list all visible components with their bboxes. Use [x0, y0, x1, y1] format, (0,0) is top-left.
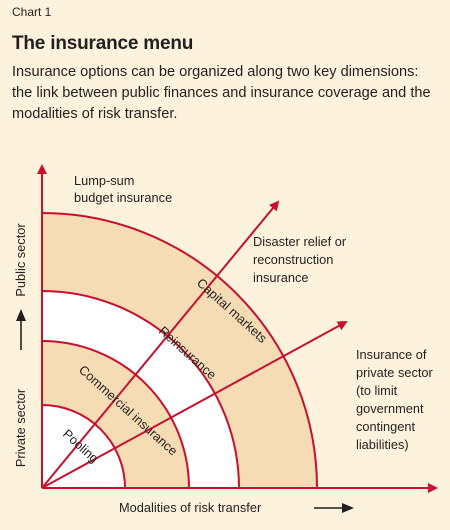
- chart-subtitle: Insurance options can be organized along…: [12, 64, 431, 122]
- arc-outer: [41, 212, 318, 489]
- svg-text:insurance: insurance: [253, 270, 309, 285]
- ring-bands: [42, 213, 317, 488]
- svg-text:Insurance of: Insurance of: [356, 347, 427, 362]
- chart-title: The insurance menu: [12, 33, 194, 54]
- label-disaster-relief: Disaster relief or reconstruction insura…: [253, 234, 347, 285]
- arc-reinsurance: [41, 340, 190, 489]
- x-axis-label: Modalities of risk transfer: [119, 500, 262, 515]
- spoke-arrow-upper: [41, 200, 280, 489]
- y-axis-label-private: Private sector: [13, 388, 28, 467]
- arc-capital-markets: [41, 290, 240, 489]
- svg-text:government: government: [356, 401, 424, 416]
- svg-text:budget insurance: budget insurance: [74, 190, 172, 205]
- chart-number-label: Chart 1: [12, 5, 52, 19]
- spoke-arrow-lower: [41, 321, 348, 489]
- svg-text:private sector: private sector: [356, 365, 434, 380]
- svg-text:reconstruction: reconstruction: [253, 252, 333, 267]
- svg-text:(to limit: (to limit: [356, 383, 398, 398]
- svg-text:Disaster relief or: Disaster relief or: [253, 234, 347, 249]
- svg-text:contingent: contingent: [356, 419, 415, 434]
- y-axis-label-public: Public sector: [13, 223, 28, 297]
- label-insurance-of-private-sector: Insurance of private sector (to limit go…: [356, 347, 434, 452]
- band-pooling: [42, 405, 125, 488]
- svg-text:Lump-sum: Lump-sum: [74, 173, 134, 188]
- arc-commercial-insurance: [41, 404, 126, 489]
- red-arrows: [37, 164, 438, 493]
- svg-text:liabilities): liabilities): [356, 437, 409, 452]
- label-lump-sum-budget-insurance: Lump-sum budget insurance: [74, 173, 172, 205]
- ring-arcs: [41, 212, 318, 489]
